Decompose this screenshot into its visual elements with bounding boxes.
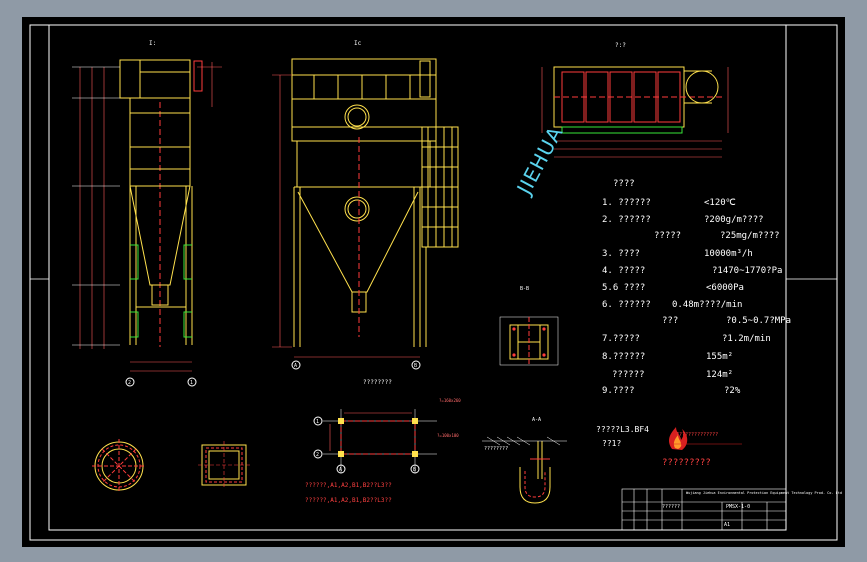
drawing-sheet: 2 1 bbox=[22, 17, 845, 547]
front-view-title: Ic bbox=[354, 40, 362, 47]
spec-value-2: ?200g/m???? bbox=[704, 215, 764, 225]
hopper-note-a: ?=160x260 bbox=[439, 398, 461, 403]
cad-drawing: 2 1 bbox=[29, 24, 838, 541]
title-block-label: ?????? bbox=[662, 504, 681, 510]
top-view-title: ?:? bbox=[615, 42, 626, 49]
spec-label-11: ?????? bbox=[612, 370, 645, 380]
spec-label-8: ??? bbox=[662, 316, 679, 326]
side-view: 2 1 bbox=[72, 59, 222, 387]
spec-label-5: 4. ????? bbox=[602, 266, 646, 276]
spec-label-4: 3. ???? bbox=[602, 249, 640, 259]
spec-value-9: ?1.2m/min bbox=[722, 334, 771, 344]
section-bb bbox=[499, 316, 559, 366]
section-bb-label: B-B bbox=[520, 286, 530, 292]
title-block bbox=[621, 488, 787, 531]
spec-value-11: 124m² bbox=[706, 370, 734, 380]
side-view-title: I: bbox=[149, 40, 157, 47]
spec-value-7: 0.48m????/min bbox=[672, 300, 743, 310]
detail-aa bbox=[482, 436, 567, 504]
spec-label-1: 1. ?????? bbox=[602, 198, 651, 208]
note-2: ??????,A1,A2,B1,B2??L3?? bbox=[305, 497, 392, 504]
company-name-cn: ?????????????? bbox=[676, 432, 719, 438]
spec-label-9: 7.????? bbox=[602, 334, 640, 344]
note-1: ??????,A1,A2,B1,B2??L3?? bbox=[305, 482, 392, 489]
spec-label-2: 2. ?????? bbox=[602, 215, 651, 225]
spec-value-6: <6000Pa bbox=[706, 283, 744, 293]
spec-title: ???? bbox=[613, 179, 635, 189]
svg-text:A: A bbox=[294, 363, 297, 369]
spec-label-10: 8.?????? bbox=[602, 352, 646, 362]
detail-hint: ???????? bbox=[484, 446, 509, 452]
round-flange bbox=[92, 439, 146, 493]
spec-value-12: ?2% bbox=[724, 386, 741, 396]
flame-logo-icon bbox=[669, 427, 688, 450]
sheet-size: A1 bbox=[724, 522, 731, 528]
front-view: A B bbox=[272, 58, 459, 370]
spec-label-6: 5.6 ???? bbox=[602, 283, 646, 293]
spec-label-3: ????? bbox=[654, 231, 682, 241]
bag-note-2: ??1? bbox=[602, 439, 622, 448]
svg-text:1: 1 bbox=[190, 380, 193, 386]
svg-text:1: 1 bbox=[316, 419, 319, 425]
bag-note-1: ?????L3.BF4 bbox=[596, 425, 649, 434]
detail-aa-label: A-A bbox=[532, 417, 542, 423]
company-name-en: Wujiang Jiehua Environmental Protection … bbox=[686, 491, 842, 495]
hopper-plan: 1 2 A B bbox=[313, 409, 437, 474]
spec-value-5: ?1470~1770?Pa bbox=[712, 266, 783, 276]
svg-text:B: B bbox=[413, 467, 416, 473]
svg-text:A: A bbox=[339, 467, 342, 473]
spec-value-4: 10000m³/h bbox=[704, 249, 753, 259]
hopper-plan-title: ???????? bbox=[363, 379, 392, 386]
top-view bbox=[541, 66, 729, 158]
spec-value-1: <120℃ bbox=[704, 198, 736, 208]
spec-label-7: 6. ?????? bbox=[602, 300, 651, 310]
spec-value-3: ?25mg/m???? bbox=[720, 231, 780, 241]
svg-text:2: 2 bbox=[316, 452, 319, 458]
inner-frame bbox=[48, 24, 787, 531]
square-flange bbox=[198, 441, 250, 489]
svg-text:B: B bbox=[414, 363, 417, 369]
drawing-number: PMSX-1-0 bbox=[726, 504, 751, 510]
svg-text:2: 2 bbox=[128, 380, 131, 386]
spec-label-12: 9.???? bbox=[602, 386, 635, 396]
spec-value-8: ?0.5~0.7?MPa bbox=[726, 316, 792, 326]
hopper-note-b: ?=100x100 bbox=[437, 433, 459, 438]
company-slogan: ????????? bbox=[662, 458, 711, 468]
spec-value-10: 155m² bbox=[706, 352, 734, 362]
